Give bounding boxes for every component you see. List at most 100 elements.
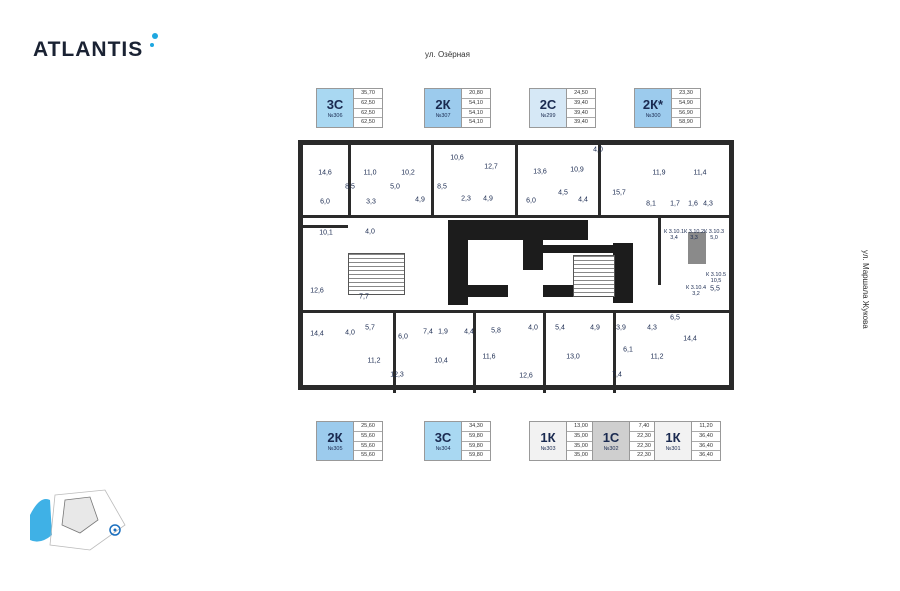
area-value: 58,90 xyxy=(679,119,693,126)
room-area-label: 8,1 xyxy=(646,200,656,208)
storage-code: К 3.10.3 xyxy=(704,229,725,235)
area-value: 22,30 xyxy=(630,432,658,442)
area-value: 22,30 xyxy=(637,452,651,459)
room-area-label: 4,9 xyxy=(590,324,600,332)
room-area-label: 6,0 xyxy=(526,197,536,205)
apartment-type: 2К xyxy=(435,96,451,112)
area-value: 35,70 xyxy=(354,89,382,99)
area-value: 22,30 xyxy=(630,442,658,452)
room-area-label: 4,3 xyxy=(703,200,713,208)
room-area-label: 7,4 xyxy=(423,328,433,336)
storage-area: 10,5 xyxy=(710,278,722,284)
area-value: 39,40 xyxy=(567,99,595,109)
room-area-label: 4,5 xyxy=(558,189,568,197)
room-area-label: 5,4 xyxy=(555,324,565,332)
room-area-label: 13,0 xyxy=(566,353,580,361)
room-area-label: 10,9 xyxy=(570,166,584,174)
room-area-label: 11,2 xyxy=(650,353,664,361)
room-area-label: 15,7 xyxy=(612,189,626,197)
area-value: 36,40 xyxy=(699,452,713,459)
apartment-number: №303 xyxy=(540,445,556,452)
room-area-label: 5,7 xyxy=(365,324,375,332)
apartment-number: №300 xyxy=(645,112,661,119)
room-area-label: 5,0 xyxy=(390,183,400,191)
room-area-label: 8,5 xyxy=(345,183,355,191)
area-value: 59,80 xyxy=(462,442,490,452)
wall xyxy=(303,225,348,228)
area-value: 62,50 xyxy=(354,99,382,109)
area-value: 20,80 xyxy=(462,89,490,99)
logo-dot xyxy=(152,33,158,39)
apartment-type: 2К* xyxy=(642,96,664,112)
storage-code: К 3.10.5 xyxy=(706,272,727,278)
logo-dot-small xyxy=(150,43,154,47)
apartment-type: 1С xyxy=(602,429,620,445)
staircase-left xyxy=(348,253,405,295)
room-area-label: 3,9 xyxy=(616,324,626,332)
room-area-label: 1,7 xyxy=(670,200,680,208)
apartment-number: №301 xyxy=(665,445,681,452)
apartment-type: 3С xyxy=(326,96,344,112)
wall xyxy=(598,145,601,215)
area-value: 55,60 xyxy=(354,432,382,442)
area-value: 54,10 xyxy=(462,109,490,119)
floor-plan xyxy=(298,140,734,393)
room-area-label: 10,6 xyxy=(450,154,464,162)
room-area-label: 11,9 xyxy=(652,169,666,177)
wall xyxy=(515,145,518,215)
room-area-label: 5,5 xyxy=(710,285,720,293)
wall xyxy=(473,313,476,393)
apartment-number: №305 xyxy=(327,445,343,452)
room-area-label: 4,0 xyxy=(365,228,375,236)
apartment-type: 3С xyxy=(434,429,452,445)
area-value: 55,60 xyxy=(354,442,382,452)
room-area-label: 12,3 xyxy=(390,371,404,379)
wall xyxy=(303,310,733,313)
area-value: 34,30 xyxy=(462,422,490,432)
apartment-number: №302 xyxy=(603,445,619,452)
storage-code: К 3.10.2 xyxy=(684,229,705,235)
room-area-label: 10,2 xyxy=(401,169,415,177)
apartment-type-box: 2К*№300 xyxy=(635,89,672,127)
area-value: 54,10 xyxy=(462,99,490,109)
room-area-label: 7,7 xyxy=(359,293,369,301)
room-area-label: 4,4 xyxy=(464,328,474,336)
area-value: 62,50 xyxy=(361,119,375,126)
apartment-type: 2С xyxy=(539,96,557,112)
room-area-label: 14,6 xyxy=(318,169,332,177)
wall xyxy=(393,313,396,393)
storage-code: К 3.10.4 xyxy=(686,285,707,291)
wall xyxy=(348,145,351,215)
street-top-label: ул. Озёрная xyxy=(425,50,470,59)
wall xyxy=(431,145,434,215)
room-area-label: 13,6 xyxy=(533,168,547,176)
core-wall xyxy=(613,243,633,303)
room-area-label: 11,2 xyxy=(367,357,381,365)
room-area-label: 7,4 xyxy=(612,371,622,379)
storage-area: 3,4 xyxy=(670,235,678,241)
